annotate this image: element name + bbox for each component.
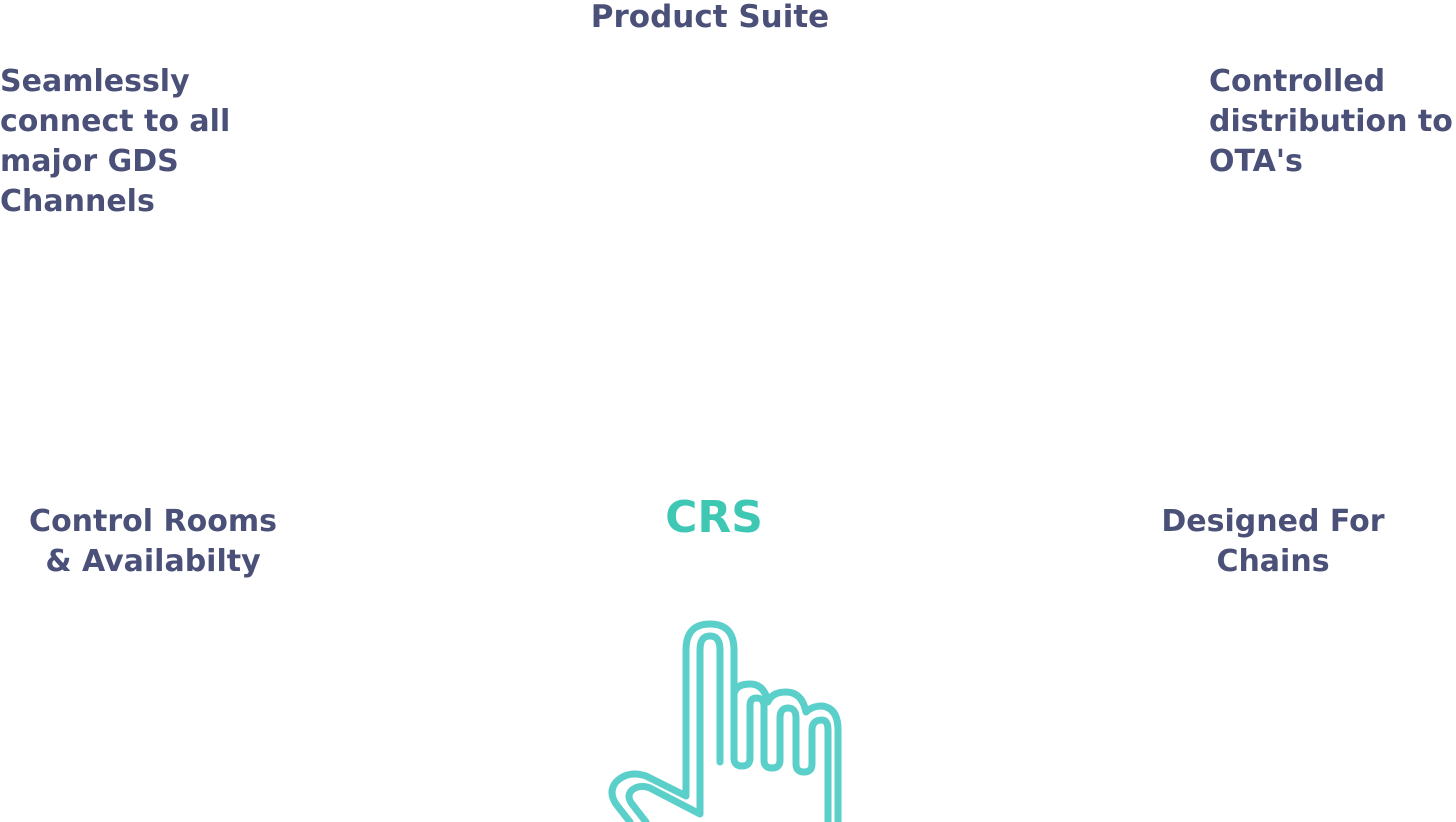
feature-gds-channels: Seamlessly connect to all major GDS Chan… <box>0 64 231 219</box>
pointing-hand-icon <box>608 620 842 822</box>
crs-label[interactable]: CRS <box>665 492 763 543</box>
feature-rooms-availability: Control Rooms & Availabilty <box>29 504 277 579</box>
page-title: Product Suite <box>590 0 830 35</box>
feature-designed-for-chains: Designed For Chains <box>1161 504 1385 579</box>
feature-ota-distribution: Controlled distribution to OTA's <box>1209 64 1453 179</box>
